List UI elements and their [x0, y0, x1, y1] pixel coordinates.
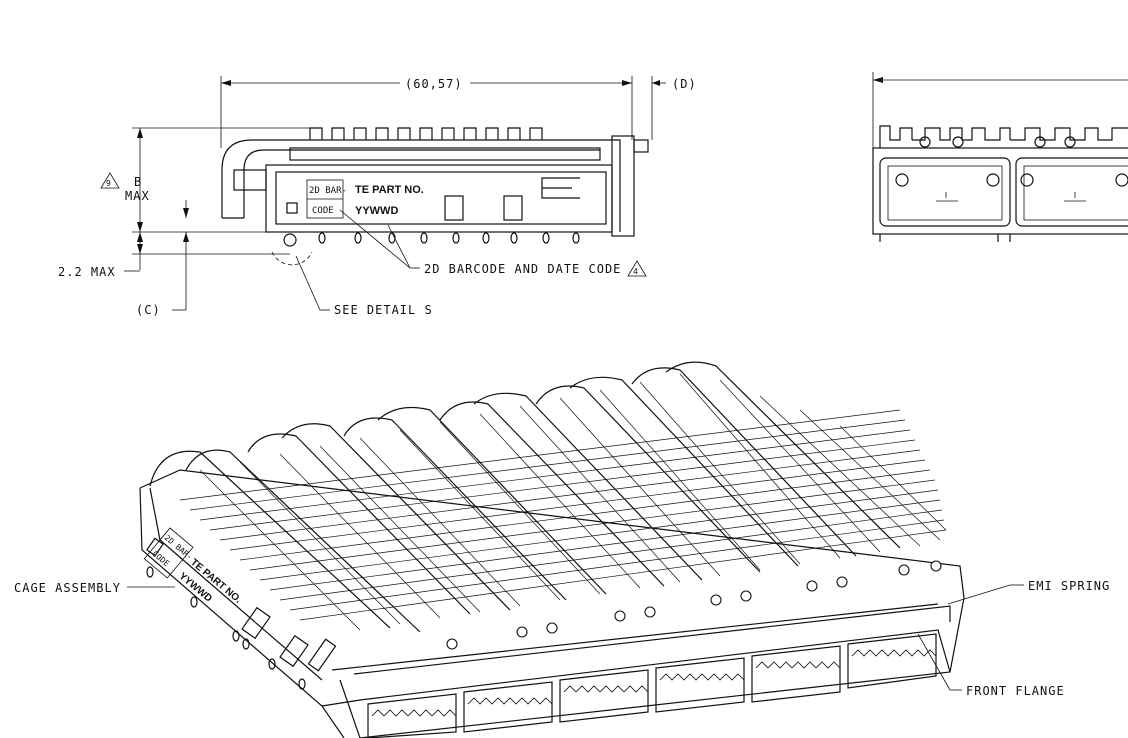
press-fit-pins	[283, 232, 580, 247]
callout-emi-spring: EMI SPRING	[1028, 579, 1110, 593]
dim-b: B	[134, 175, 142, 189]
dim-d: (D)	[672, 77, 697, 91]
dim-2-2-max: 2.2 MAX	[58, 265, 116, 279]
callout-barcode-date: 2D BARCODE AND DATE CODE	[424, 262, 621, 276]
note-9-triangle	[100, 172, 120, 189]
side-part-no: TE PART NO.	[355, 184, 424, 196]
dim-b-max: MAX	[125, 189, 150, 203]
port-openings	[367, 633, 937, 738]
callout-front-flange: FRONT FLANGE	[966, 684, 1065, 698]
note-4-triangle	[627, 260, 647, 277]
heatsink-fins	[309, 127, 543, 140]
light-pipe-pins	[446, 560, 942, 650]
heatsink-rows	[149, 361, 901, 633]
dim-c: (C)	[136, 303, 161, 317]
cage-heatsink-clip	[221, 139, 621, 232]
iso-press-fit-pins	[146, 566, 306, 690]
iso-view: 2D BAR- CODE TE PART NO. YYWWD CAGE ASSE…	[14, 361, 1110, 738]
callout-see-detail: SEE DETAIL S	[334, 303, 433, 317]
svg-text:CODE: CODE	[312, 206, 334, 216]
front-view	[872, 72, 1128, 242]
side-date-code: YYWWD	[355, 205, 398, 217]
fin-grid	[179, 373, 947, 631]
svg-text:2D BAR-: 2D BAR-	[309, 186, 347, 196]
side-view: (60,57) (D) 9 B MAX 2.2 MAX (C)	[58, 76, 697, 317]
iso-top-edge	[139, 469, 965, 738]
emi-spring-teeth	[371, 649, 937, 717]
note-4: 4	[633, 267, 639, 276]
dim-60-57: (60,57)	[405, 77, 463, 91]
callout-cage-assembly: CAGE ASSEMBLY	[14, 581, 121, 595]
note-9: 9	[106, 179, 112, 188]
